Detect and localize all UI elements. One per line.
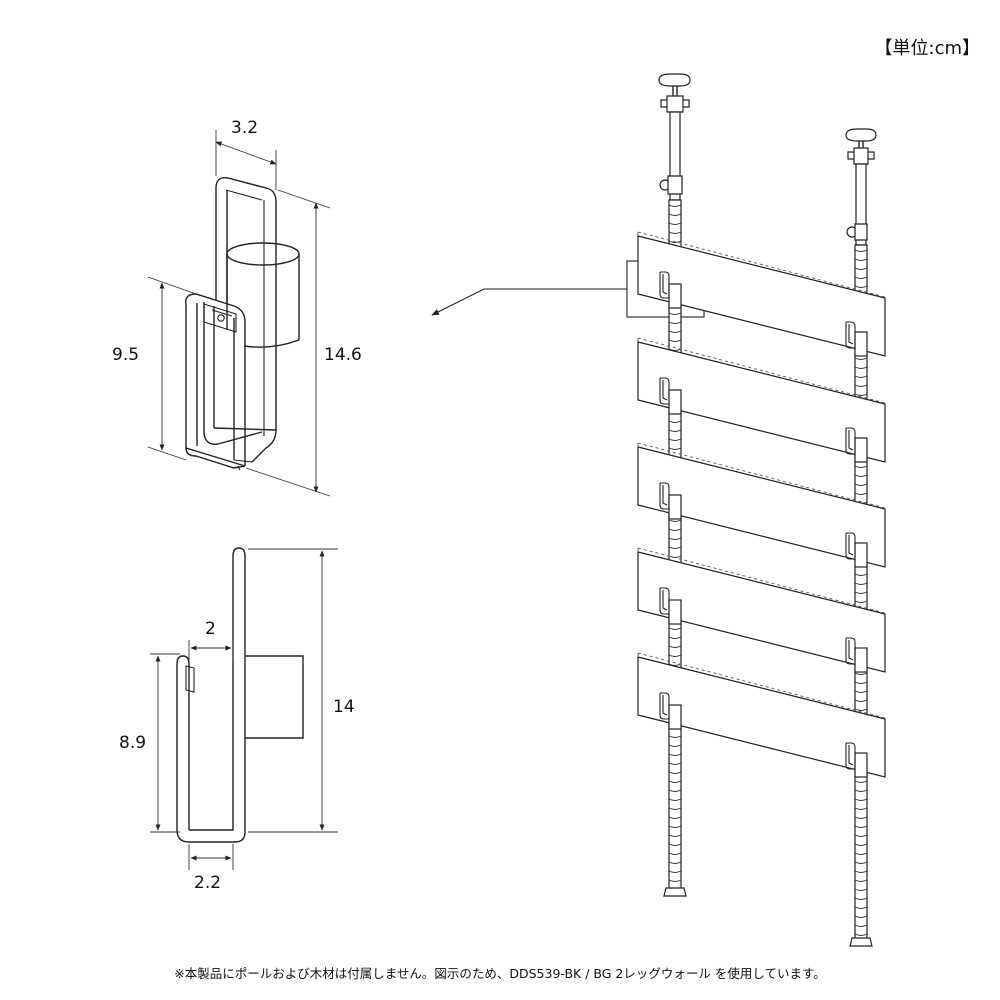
shelf-board	[637, 547, 886, 673]
left-pole-top	[658, 73, 691, 201]
dim-side-bottom: 2.2	[194, 873, 221, 893]
shelf-board	[637, 337, 886, 463]
shelf-board	[637, 442, 886, 568]
dim-top-height-inner: 9.5	[112, 345, 139, 365]
left-pole-foot	[663, 887, 687, 897]
dim-top-height-outer: 14.6	[324, 345, 362, 365]
dim-top-width: 3.2	[231, 118, 258, 138]
right-pole-foot	[849, 937, 873, 947]
unit-label: 【単位:cm】	[874, 38, 981, 59]
dim-side-gap: 2	[205, 619, 216, 639]
shelf-assembly	[637, 73, 886, 947]
shelf-board	[637, 231, 886, 357]
bracket-perspective-view: 3.2 9.5 14.6	[112, 118, 362, 497]
shelf-board	[637, 652, 886, 778]
right-pole-top	[845, 128, 877, 246]
dim-side-height-inner: 8.9	[119, 733, 146, 753]
bracket-side-view: 2 8.9 14 2.2	[119, 547, 355, 893]
callout-arrow	[431, 288, 627, 316]
footnote: ※本製品にポールおよび木材は付属しません。図示のため、DDS539-BK / B…	[174, 966, 826, 981]
dim-side-height-outer: 14	[333, 697, 355, 717]
